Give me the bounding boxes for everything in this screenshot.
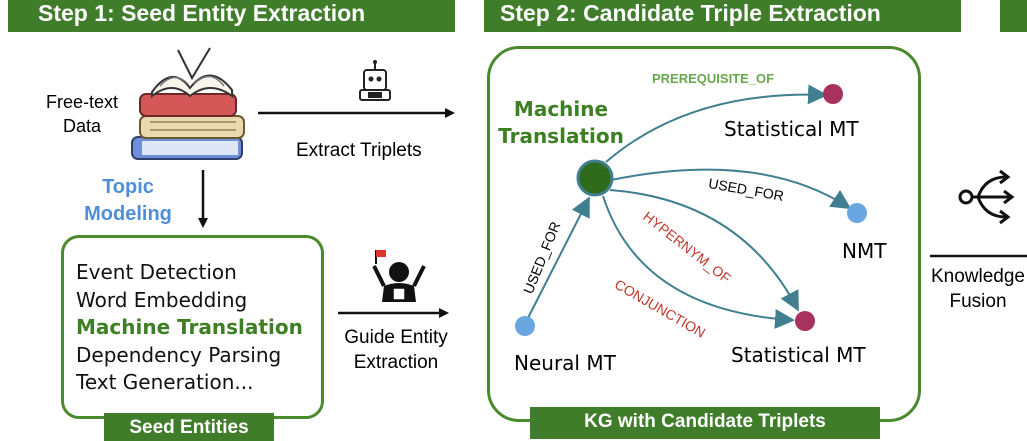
step2-header: Step 2: Candidate Triple Extraction (484, 0, 961, 32)
seed-entity-item: Text Generation... (76, 370, 254, 394)
knowledge-fusion-label: Knowledge Fusion (930, 266, 1026, 312)
seed-entity-item-highlighted: Machine Translation (76, 315, 303, 339)
extract-triplets-label: Extract Triplets (296, 140, 422, 161)
topic-modeling-label: Topic Modeling (84, 176, 172, 225)
seed-entity-list: Event Detection Word Embedding Machine T… (76, 259, 303, 397)
step1-header: Step 1: Seed Entity Extraction (8, 0, 455, 32)
kg-caption: KG with Candidate Triplets (530, 407, 880, 439)
seed-entity-item: Dependency Parsing (76, 342, 282, 367)
statistical-mt-bottom-label: Statistical MT (731, 343, 866, 367)
relation-prerequisite-label: PREREQUISITE_OF (652, 71, 775, 86)
seed-entities-caption: Seed Entities (104, 413, 274, 441)
step3-header-fragment (1000, 0, 1027, 32)
guide-entity-extraction-label: Guide Entity Extraction (344, 327, 448, 373)
machine-translation-label: Machine Translation (498, 97, 624, 148)
free-text-data-label: Free-text Data (45, 92, 119, 136)
seed-entity-item: Event Detection (76, 260, 237, 284)
seed-entity-item: Word Embedding (76, 287, 248, 312)
statistical-mt-top-label: Statistical MT (724, 117, 859, 141)
nmt-label: NMT (842, 239, 887, 263)
neural-mt-label: Neural MT (514, 351, 616, 375)
